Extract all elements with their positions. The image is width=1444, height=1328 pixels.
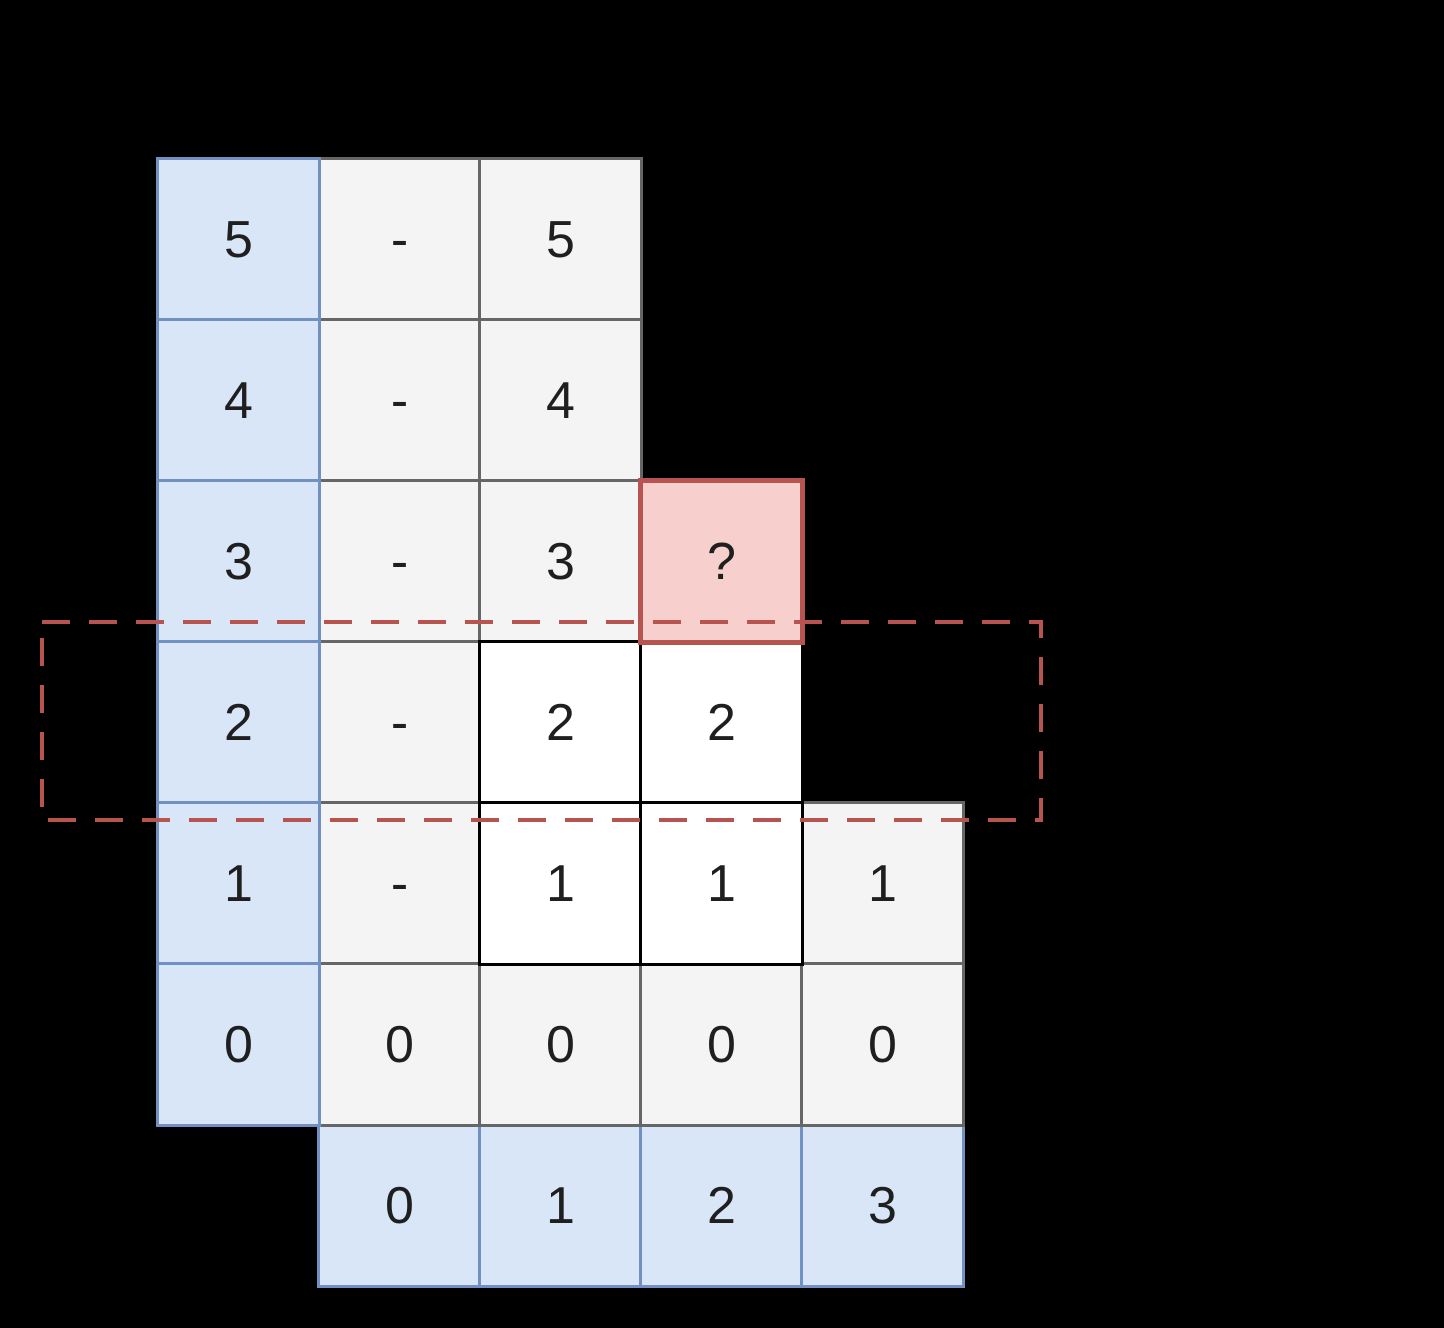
cell-text: 5 xyxy=(546,210,575,269)
highlighted-cell: ? xyxy=(638,478,805,645)
grid-cell: 5 xyxy=(478,157,643,322)
cell-text: 0 xyxy=(224,1015,253,1074)
row-label-4: 4 xyxy=(156,318,321,483)
row-label-5: 5 xyxy=(156,157,321,322)
grid-cell: 1 xyxy=(639,801,804,966)
cell-text: 2 xyxy=(224,693,253,752)
row-label-3: 3 xyxy=(156,479,321,644)
row-label-1: 1 xyxy=(156,801,321,966)
grid-cell: - xyxy=(317,801,482,966)
cell-text: 0 xyxy=(707,1015,736,1074)
cell-text: - xyxy=(390,693,409,752)
cell-text: - xyxy=(390,532,409,591)
cell-text: 0 xyxy=(868,1015,897,1074)
cell-text: 0 xyxy=(385,1176,414,1235)
cell-text: 3 xyxy=(546,532,575,591)
cell-text: ? xyxy=(707,532,736,591)
cell-text: 0 xyxy=(546,1015,575,1074)
cell-text: 3 xyxy=(868,1176,897,1235)
col-label-2: 2 xyxy=(639,1123,804,1288)
col-label-1: 1 xyxy=(478,1123,643,1288)
col-label-0: 0 xyxy=(317,1123,482,1288)
cell-text: 3 xyxy=(224,532,253,591)
cell-text: 2 xyxy=(546,693,575,752)
cell-text: 5 xyxy=(224,210,253,269)
cell-text: 2 xyxy=(707,1176,736,1235)
col-label-3: 3 xyxy=(800,1123,965,1288)
cell-text: 1 xyxy=(868,854,897,913)
grid-cell: 4 xyxy=(478,318,643,483)
cell-text: - xyxy=(390,210,409,269)
row-label-2: 2 xyxy=(156,640,321,805)
grid-cell: 0 xyxy=(639,962,804,1127)
grid-cell: - xyxy=(317,157,482,322)
cell-text: 0 xyxy=(385,1015,414,1074)
cell-text: 4 xyxy=(224,371,253,430)
grid-cell: 0 xyxy=(478,962,643,1127)
grid-cell: 2 xyxy=(639,640,804,805)
grid-cell: 3 xyxy=(478,479,643,644)
grid-cell: 1 xyxy=(800,801,965,966)
cell-text: 1 xyxy=(546,854,575,913)
grid-cell: - xyxy=(317,479,482,644)
grid-cell: - xyxy=(317,318,482,483)
cell-text: 1 xyxy=(546,1176,575,1235)
cell-text: - xyxy=(390,854,409,913)
grid-cell: 0 xyxy=(800,962,965,1127)
grid-cell: 1 xyxy=(478,801,643,966)
cell-text: 4 xyxy=(546,371,575,430)
grid-cell: - xyxy=(317,640,482,805)
grid-cell: 2 xyxy=(478,640,643,805)
cell-text: 1 xyxy=(224,854,253,913)
cell-text: - xyxy=(390,371,409,430)
grid-cell: 0 xyxy=(317,962,482,1127)
cell-text: 2 xyxy=(707,693,736,752)
row-label-0: 0 xyxy=(156,962,321,1127)
cell-text: 1 xyxy=(707,854,736,913)
